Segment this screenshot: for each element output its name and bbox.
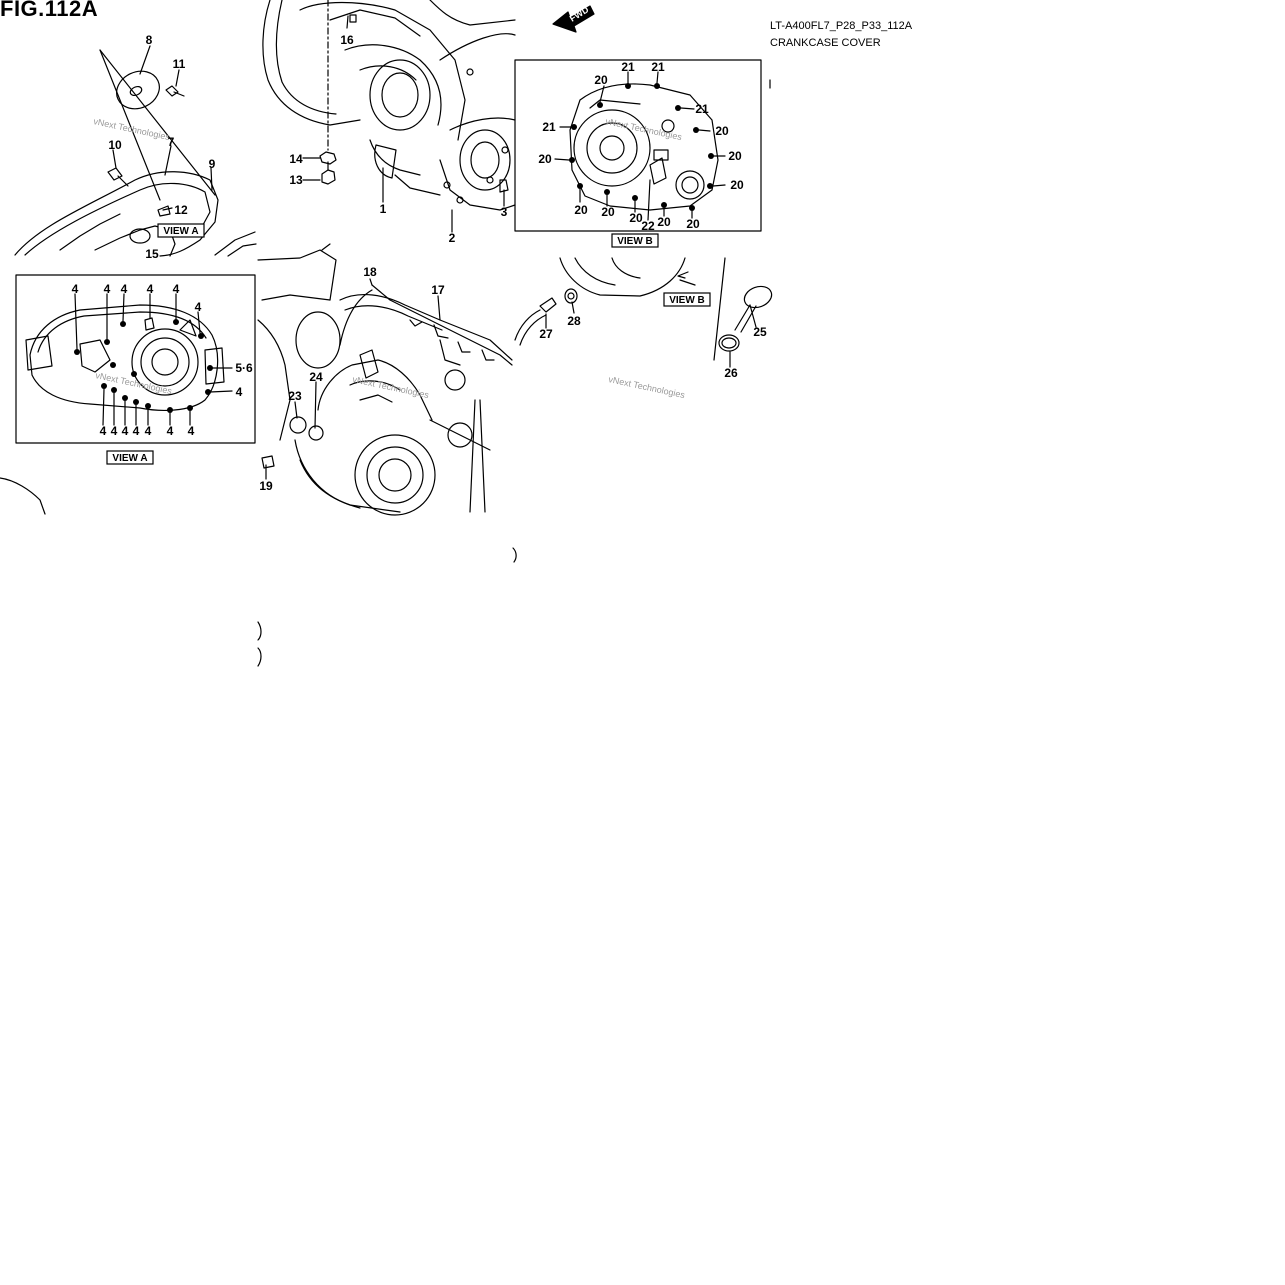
callout-4: 4	[236, 385, 243, 399]
view-a-cover-drawing	[25, 304, 225, 411]
view-a-bolt-dots	[74, 319, 213, 413]
svg-text:VIEW B: VIEW B	[669, 295, 705, 306]
callout-21: 21	[621, 60, 635, 74]
callout-17: 17	[431, 283, 445, 297]
stator-cover-part	[257, 243, 513, 516]
engine-fragment-part	[0, 477, 46, 515]
callout-20: 20	[715, 124, 729, 138]
view-b-label: VIEW B	[663, 292, 711, 307]
clutch-cover-part	[14, 171, 257, 257]
callout-9: 9	[209, 157, 216, 171]
diagram-subtitle: CRANKCASE COVER	[770, 37, 881, 49]
callout-24: 24	[309, 370, 323, 384]
diagram-code: LT-A400FL7_P28_P33_112A	[770, 20, 913, 32]
callout-20: 20	[657, 215, 671, 229]
view-a-inset-label: VIEW A	[106, 450, 154, 465]
drain-plug-part	[319, 0, 337, 185]
callout-4: 4	[111, 424, 118, 438]
callout-7: 7	[168, 135, 175, 149]
view-a-inset-frame	[15, 274, 256, 444]
callout-4: 4	[167, 424, 174, 438]
callout-5-6: 5·6	[235, 361, 253, 375]
callout-2: 2	[449, 231, 456, 245]
callout-20: 20	[686, 217, 700, 231]
callout-21: 21	[542, 120, 556, 134]
callout-22: 22	[641, 219, 655, 233]
callout-18: 18	[363, 265, 377, 279]
view-b-leader-lines	[554, 71, 726, 221]
svg-text:VIEW A: VIEW A	[163, 226, 198, 237]
callout-4: 4	[195, 300, 202, 314]
callout-4: 4	[104, 282, 111, 296]
fwd-arrow-icon	[552, 5, 595, 33]
svg-text:VIEW B: VIEW B	[617, 236, 653, 247]
callout-19: 19	[259, 479, 273, 493]
view-b-inset-label: VIEW B	[611, 233, 659, 248]
callout-26: 26	[724, 366, 738, 380]
callout-20: 20	[728, 149, 742, 163]
callout-21: 21	[695, 102, 709, 116]
view-b-inset-frame	[514, 59, 762, 232]
callout-25: 25	[753, 325, 767, 339]
callout-4: 4	[173, 282, 180, 296]
watermark-text: vNext Technologies	[93, 116, 172, 142]
callout-21: 21	[651, 60, 665, 74]
callout-4: 4	[100, 424, 107, 438]
callout-4: 4	[147, 282, 154, 296]
callout-4: 4	[133, 424, 140, 438]
gasket-part	[339, 284, 513, 366]
callout-12: 12	[174, 203, 188, 217]
callout-4: 4	[145, 424, 152, 438]
callout-27: 27	[539, 327, 553, 341]
callout-1: 1	[380, 202, 387, 216]
callout-28: 28	[567, 314, 581, 328]
callout-leader-lines	[112, 15, 757, 480]
callout-3: 3	[501, 205, 508, 219]
bolt-part	[107, 85, 185, 217]
callout-13: 13	[289, 173, 303, 187]
callout-4: 4	[188, 424, 195, 438]
callout-14: 14	[289, 152, 303, 166]
watermark-text: vNext Technologies	[608, 374, 687, 400]
callout-20: 20	[730, 178, 744, 192]
view-a-leader-lines	[74, 293, 233, 426]
callout-20: 20	[574, 203, 588, 217]
view-b-bolt-dots	[569, 83, 714, 211]
callout-20: 20	[629, 211, 643, 225]
oil-fill-area-part	[257, 79, 773, 667]
callout-4: 4	[122, 424, 129, 438]
callout-4: 4	[72, 282, 79, 296]
crankcase-part	[262, 0, 516, 211]
view-b-cover-drawing	[569, 83, 719, 211]
watermark-text: vNext Technologies	[352, 374, 431, 400]
callout-23: 23	[288, 389, 302, 403]
callout-15: 15	[145, 247, 159, 261]
figure-title: FIG.112A	[0, 0, 99, 21]
svg-text:VIEW A: VIEW A	[112, 453, 147, 464]
callout-10: 10	[108, 138, 122, 152]
callout-8: 8	[146, 33, 153, 47]
callout-4: 4	[121, 282, 128, 296]
callout-16: 16	[340, 33, 354, 47]
watermark-text: vNext Technologies	[605, 116, 684, 142]
washer-part	[99, 49, 216, 201]
callout-11: 11	[173, 57, 186, 71]
callout-20: 20	[594, 73, 608, 87]
callout-20: 20	[601, 205, 615, 219]
callout-20: 20	[538, 152, 552, 166]
view-a-label: VIEW A	[157, 223, 205, 238]
